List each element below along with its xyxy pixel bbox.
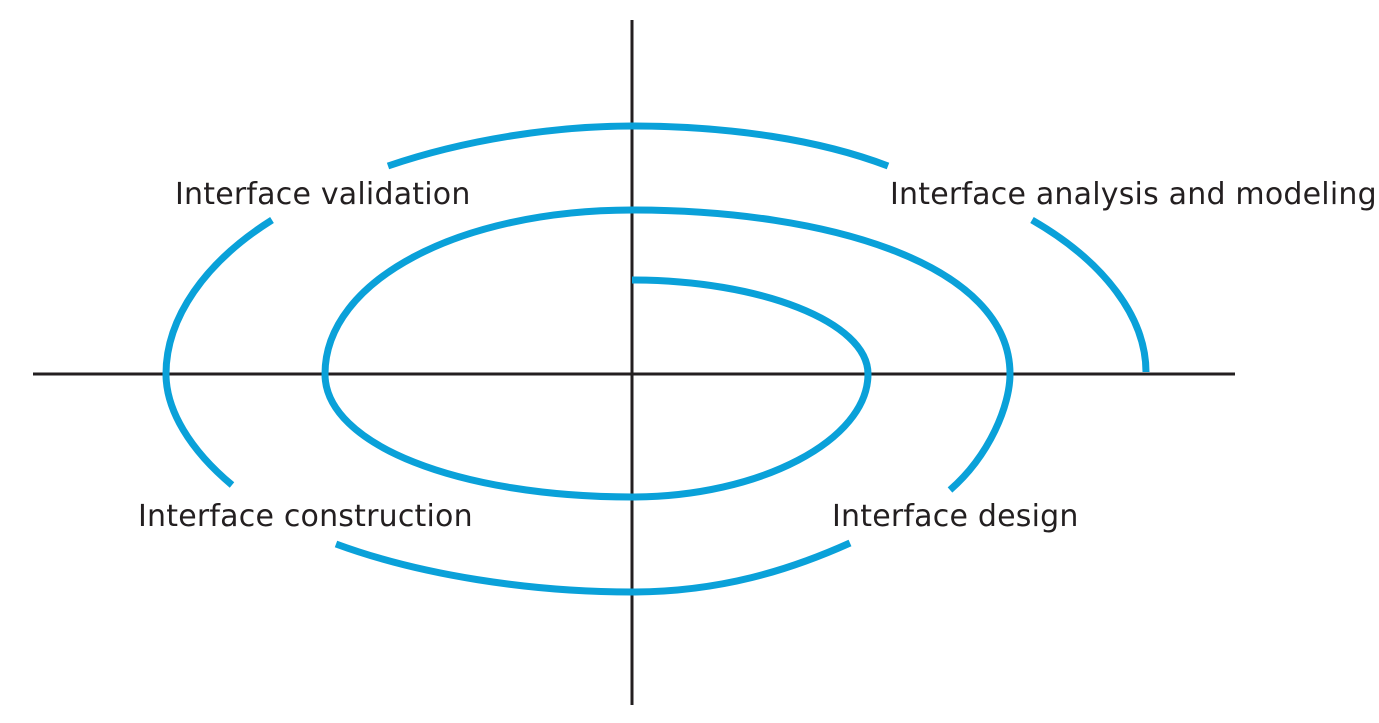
spiral-outer-arc-bottom <box>334 539 852 596</box>
label-interface-design: Interface design <box>832 499 1079 534</box>
spiral-outer-arc-top <box>386 122 890 170</box>
spiral-outer-arc-right <box>1030 216 1150 373</box>
label-interface-construction: Interface construction <box>138 499 473 534</box>
label-interface-validation: Interface validation <box>175 177 471 212</box>
label-interface-analysis-and-modeling: Interface analysis and modeling <box>890 177 1377 212</box>
spiral-inner-loop <box>321 206 1014 501</box>
spiral-outer-arc-left <box>162 217 274 488</box>
